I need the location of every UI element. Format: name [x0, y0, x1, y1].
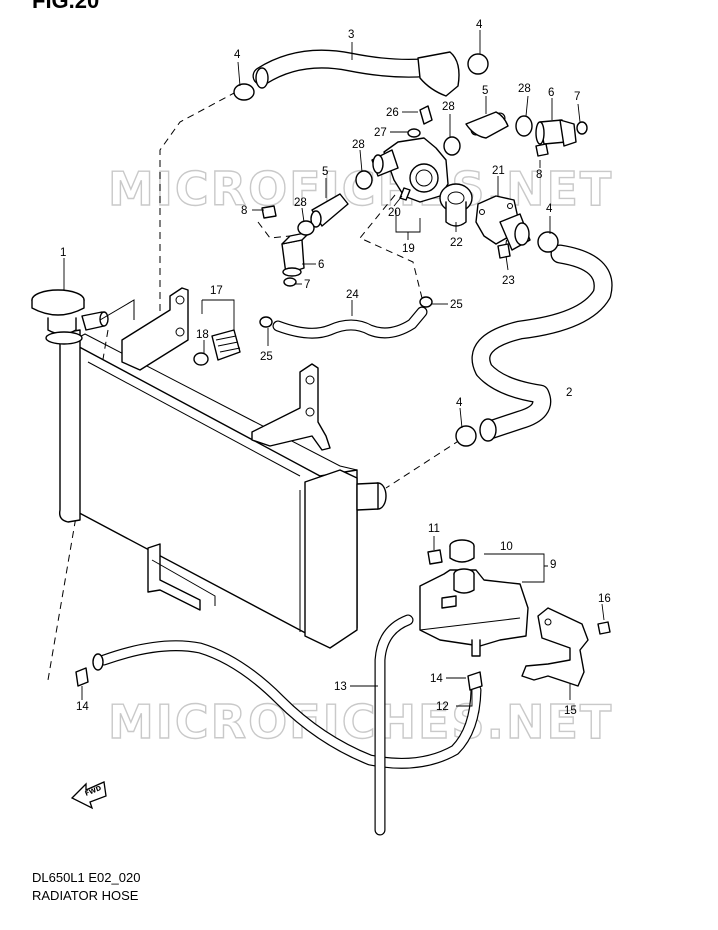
callout-8-left: 8	[241, 205, 247, 217]
callout-28-left-upper: 28	[352, 139, 365, 151]
callout-7-right: 7	[574, 91, 580, 103]
callout-21: 21	[492, 165, 505, 177]
radiator-hose-2	[471, 244, 613, 442]
callout-2: 2	[566, 387, 572, 399]
watermark-top: MICROFICHES.NET	[108, 162, 613, 216]
callout-22: 22	[450, 237, 463, 249]
pipe-6-lower	[281, 231, 311, 277]
reservoir-cap	[449, 539, 475, 563]
callout-5-right: 5	[482, 85, 488, 97]
callout-28-right: 28	[518, 83, 531, 95]
radiator-cap	[31, 289, 135, 345]
thermostat-housing	[371, 137, 449, 203]
callout-14-right: 14	[430, 673, 443, 685]
callout-20: 20	[388, 207, 401, 219]
callout-1: 1	[60, 247, 66, 259]
callout-6-right: 6	[548, 87, 554, 99]
callout-4-top-left: 4	[234, 49, 241, 61]
callout-9: 9	[550, 559, 556, 571]
hose-5-lower	[310, 193, 349, 228]
callout-leaders	[63, 30, 605, 707]
temperature-sensor	[193, 329, 241, 366]
figure-code: DL650L1 E02_020	[32, 870, 141, 885]
callout-5-left: 5	[322, 166, 328, 178]
callout-16: 16	[598, 593, 611, 605]
callout-18: 18	[196, 329, 209, 341]
callout-25-right: 25	[450, 299, 463, 311]
callout-28-left-lower: 28	[294, 197, 307, 209]
callout-23: 23	[502, 275, 515, 287]
callout-15: 15	[564, 705, 577, 717]
callout-14-left: 14	[76, 701, 89, 713]
hose-5-upper	[465, 111, 509, 139]
callout-10: 10	[500, 541, 513, 553]
callout-3: 3	[348, 29, 354, 41]
thermostat	[439, 183, 473, 227]
thermostat-cover	[475, 195, 531, 251]
callout-19: 19	[402, 243, 415, 255]
bypass-hose-24	[272, 306, 428, 339]
callout-4-right: 4	[546, 203, 553, 215]
pipe-6-upper	[535, 119, 577, 147]
callout-4-lower: 4	[456, 397, 463, 409]
callout-26: 26	[386, 107, 399, 119]
callout-27: 27	[374, 127, 387, 139]
callout-8-right: 8	[536, 169, 542, 181]
tank-bracket	[521, 607, 589, 687]
callout-6-left: 6	[318, 259, 324, 271]
fwd-arrow-icon: FWD	[70, 781, 107, 810]
callout-labels: 1 2 3 4 4 4 4 5 5 6 6 7 7 8 8 9 10 11 12…	[60, 19, 611, 717]
figure-title: FIG.20	[32, 0, 100, 13]
watermark-bottom: MICROFICHES.NET	[108, 695, 613, 749]
callout-12: 12	[436, 701, 449, 713]
callout-11: 11	[428, 523, 440, 535]
callout-13: 13	[334, 681, 347, 693]
callout-7-left: 7	[304, 279, 310, 291]
reservoir-tank	[419, 568, 529, 657]
callout-28-center: 28	[442, 101, 455, 113]
callout-24: 24	[346, 289, 359, 301]
radiator-hose-3	[252, 49, 460, 97]
callout-17: 17	[210, 285, 223, 297]
figure-name: RADIATOR HOSE	[32, 888, 139, 903]
reservoir-hose-13	[92, 614, 482, 836]
callout-25-left: 25	[260, 351, 273, 363]
hose-clamps	[75, 53, 559, 691]
callout-4-top-right: 4	[476, 19, 483, 31]
small-fasteners	[261, 105, 611, 635]
